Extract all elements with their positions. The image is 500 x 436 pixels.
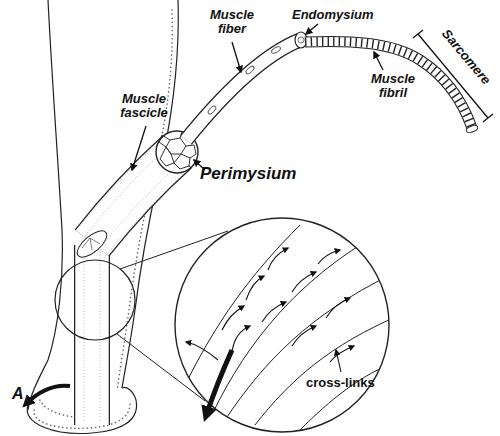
part-label: Muscle fibril [366,72,420,100]
fibril-striation [305,41,472,128]
cross-link-pointer [336,350,341,372]
fibril-end [465,124,478,134]
leg-outline [27,0,178,433]
collagen-fiber [300,360,400,430]
muscle-cross-section [82,238,100,250]
cross-link [246,276,264,300]
cross-link [318,250,340,264]
part-label: Perimysium [200,164,310,183]
leader-arrows [132,24,383,170]
muscle-tube [74,245,110,425]
part-label: cross-links [306,376,396,390]
leader-arrow [306,24,318,34]
leg-contour [28,0,62,410]
fiber-section [174,154,190,169]
cross-link [262,302,286,322]
part-label: Endomysium [292,8,392,22]
muscle-fibril [305,41,472,128]
cross-link [268,248,288,270]
nucleus [245,65,256,75]
muscle-cross-section [73,226,111,261]
cross-link [292,272,316,292]
leader-arrow [132,126,146,170]
nucleus [207,105,217,116]
collagen-fiber [205,245,360,430]
muscle-tube [75,245,109,425]
fiber-section [160,147,174,166]
force-arrow [26,386,70,404]
cross-link [330,346,354,362]
cross-link [232,326,250,352]
load-arrow [206,350,232,416]
cross-link-arrows [186,248,354,372]
leader-arrow [232,42,241,72]
part-label: Muscle fascicle [112,92,176,120]
nucleus [270,46,281,55]
zoom-circle [55,260,135,340]
magnified-view [175,218,389,432]
part-label: Sarcomere [435,22,497,92]
nuclei [207,46,282,116]
muscle-fiber [186,40,300,140]
cross-link [292,326,316,346]
muscle-stipple [84,250,100,420]
cross-link [326,298,350,318]
fiber-section [159,135,170,147]
cross-link [186,342,218,360]
leader-arrow [374,52,383,70]
fiber-core [298,37,304,43]
part-label: Muscle fiber [203,8,261,36]
muscle-fiber [186,40,300,140]
collagen-fiber [225,275,390,420]
collagen-fiber [178,225,300,400]
part-label: A [12,385,32,403]
cross-link [222,306,244,330]
muscle-fibril [305,41,472,128]
magnified-fibers [178,225,400,430]
fiber-section [186,145,196,158]
